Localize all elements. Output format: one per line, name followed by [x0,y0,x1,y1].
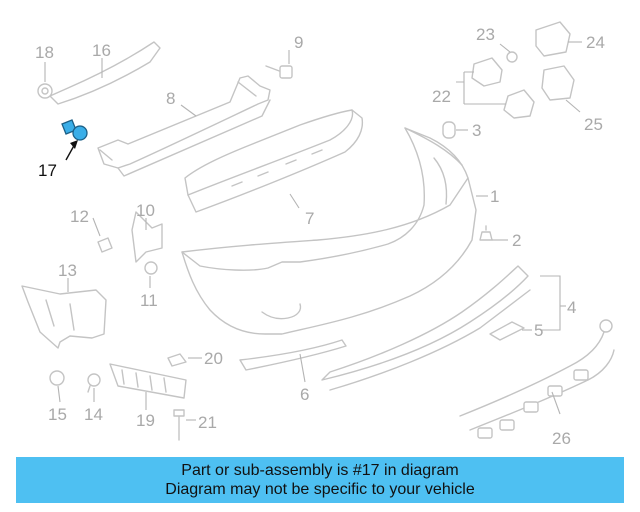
part-pin-21[interactable] [173,409,185,441]
callout-13: 13 [58,261,77,280]
info-banner: Part or sub-assembly is #17 in diagram D… [16,457,624,503]
part-side-bracket-13[interactable] [21,285,107,349]
callout-26: 26 [552,429,571,448]
callout-25: 25 [584,115,603,134]
part-energy-absorber[interactable] [184,109,364,213]
callout-labels: 1 2 3 4 5 6 7 8 9 10 11 12 13 14 15 16 1… [35,25,605,448]
callout-20: 20 [204,349,223,368]
leader-lines [44,41,582,421]
part-clip-20[interactable] [167,353,187,367]
part-grommet-3[interactable] [442,121,456,139]
callout-12: 12 [70,207,89,226]
part-clip-18[interactable] [37,83,53,99]
part-trim-5[interactable] [489,321,525,341]
part-plate-19[interactable] [109,363,187,399]
parts-diagram: 1 2 3 4 5 6 7 8 9 10 11 12 13 14 15 16 1… [21,21,615,448]
callout-17: 17 [38,161,57,180]
part-ring-23[interactable] [506,51,518,63]
callout-9: 9 [294,33,303,52]
part-sensors-22[interactable] [471,57,535,119]
callout-21: 21 [198,413,217,432]
banner-line-1: Part or sub-assembly is #17 in diagram [181,462,459,479]
callout-14: 14 [84,405,103,424]
part-wiring-harness-26[interactable] [459,319,615,439]
callout-7: 7 [305,209,314,228]
part-clip-15[interactable] [49,370,65,386]
callout-2: 2 [512,231,521,250]
part-upper-strip[interactable] [49,41,161,105]
part-fastener-11[interactable] [144,261,158,275]
callout-11: 11 [140,291,158,310]
callout-24: 24 [586,33,605,52]
part-reinforcement-beam[interactable] [97,75,271,177]
callout-3: 3 [472,121,481,140]
callout-6: 6 [300,385,309,404]
callout-15: 15 [48,405,67,424]
callout-19: 19 [136,411,155,430]
part-lower-valance-4[interactable] [321,265,531,391]
banner-line-2: Diagram may not be specific to your vehi… [165,481,475,498]
part-bracket-25[interactable] [541,65,575,101]
part-reflector-6[interactable] [239,339,347,371]
callout-4: 4 [567,298,576,317]
part-bumper-cover[interactable] [181,127,477,335]
callout-16: 16 [92,41,111,60]
callout-22: 22 [432,87,451,106]
callout-1: 1 [490,187,499,206]
part-push-clip-2[interactable] [479,225,493,241]
callout-5: 5 [534,321,543,340]
part-bracket-24[interactable] [535,21,571,57]
part-fastener-17-highlighted[interactable] [61,119,88,161]
part-bracket-10[interactable] [131,211,163,263]
callout-18: 18 [35,43,54,62]
part-screw-14[interactable] [87,373,101,393]
callout-8: 8 [166,89,175,108]
callout-23: 23 [476,25,495,44]
part-clip-12[interactable] [97,237,113,253]
part-bolt-9[interactable] [265,65,293,79]
callout-10: 10 [136,201,155,220]
